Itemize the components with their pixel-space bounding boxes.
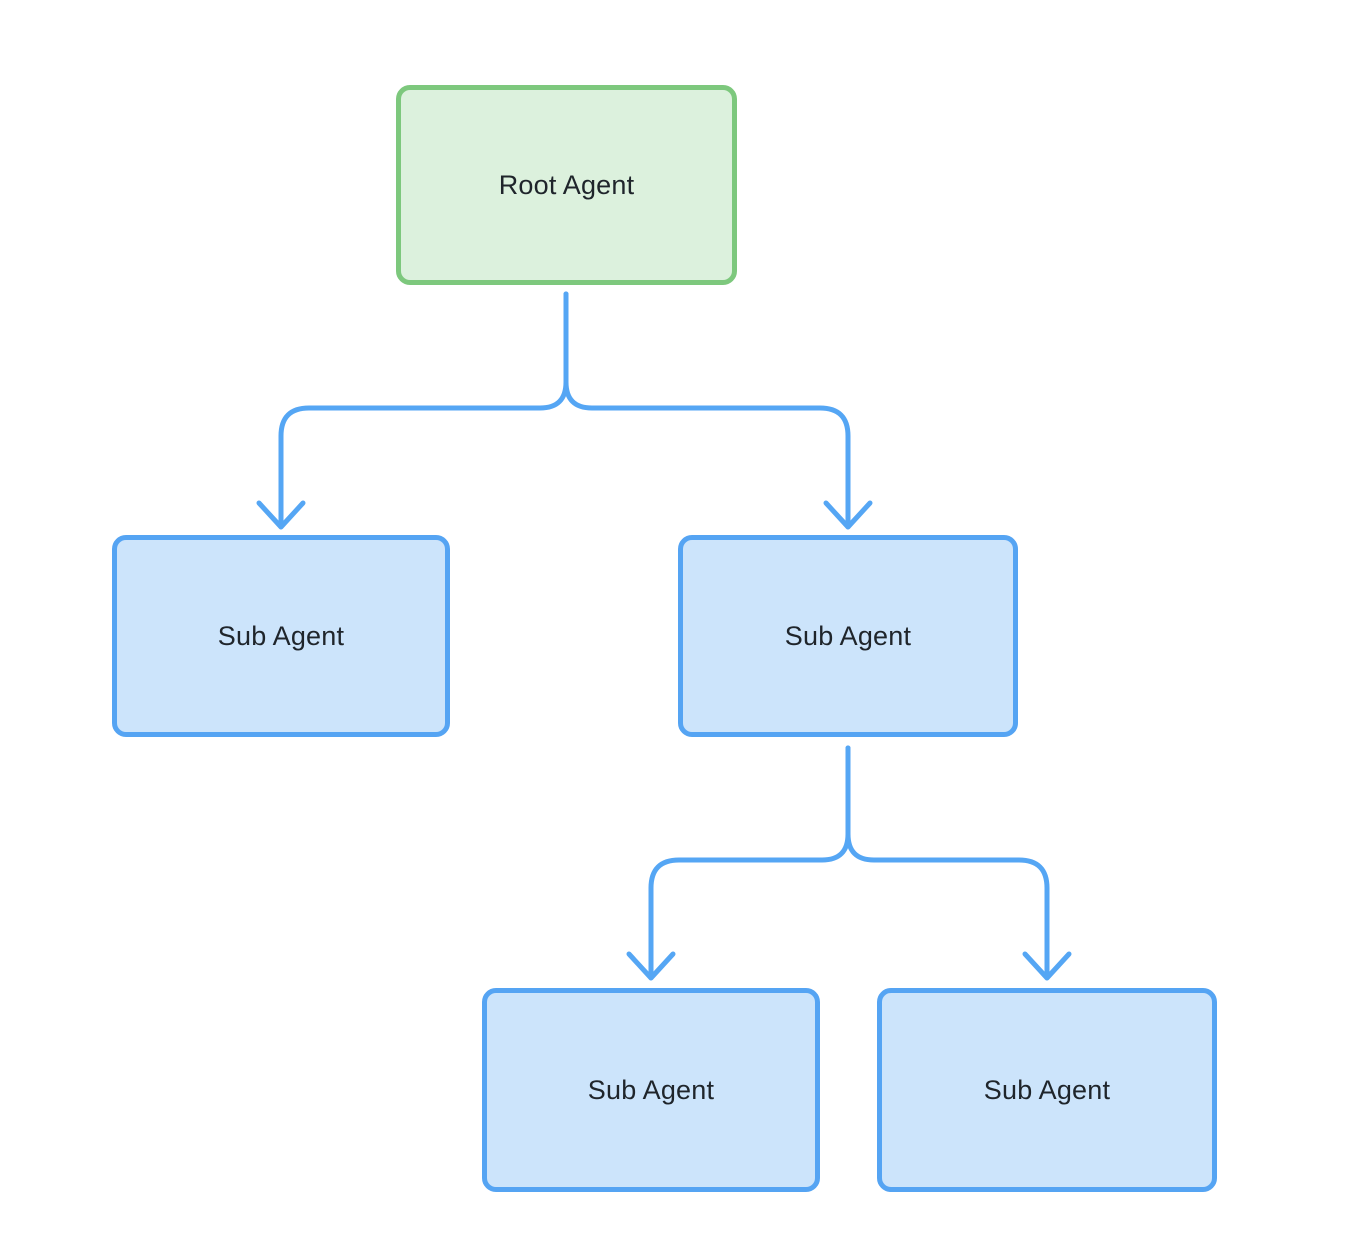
node-sub-agent-bottom-left: Sub Agent (482, 988, 820, 1192)
node-root-agent: Root Agent (396, 85, 737, 285)
node-sub-agent-left: Sub Agent (112, 535, 450, 737)
edge-root-to-sub-left (256, 291, 569, 530)
node-sub-agent-left-label: Sub Agent (217, 620, 345, 651)
node-sub-agent-bottom-left-label: Sub Agent (587, 1074, 715, 1105)
node-sub-agent-right-label: Sub Agent (784, 620, 912, 651)
edge-sub-right-to-sub-bottom-left (626, 745, 851, 981)
node-sub-agent-bottom-right-label: Sub Agent (983, 1074, 1111, 1105)
node-sub-agent-bottom-right: Sub Agent (877, 988, 1217, 1192)
node-sub-agent-right: Sub Agent (678, 535, 1018, 737)
edge-root-to-sub-right (563, 291, 873, 530)
node-root-agent-label: Root Agent (498, 169, 635, 200)
edge-sub-right-to-sub-bottom-right (845, 745, 1072, 981)
